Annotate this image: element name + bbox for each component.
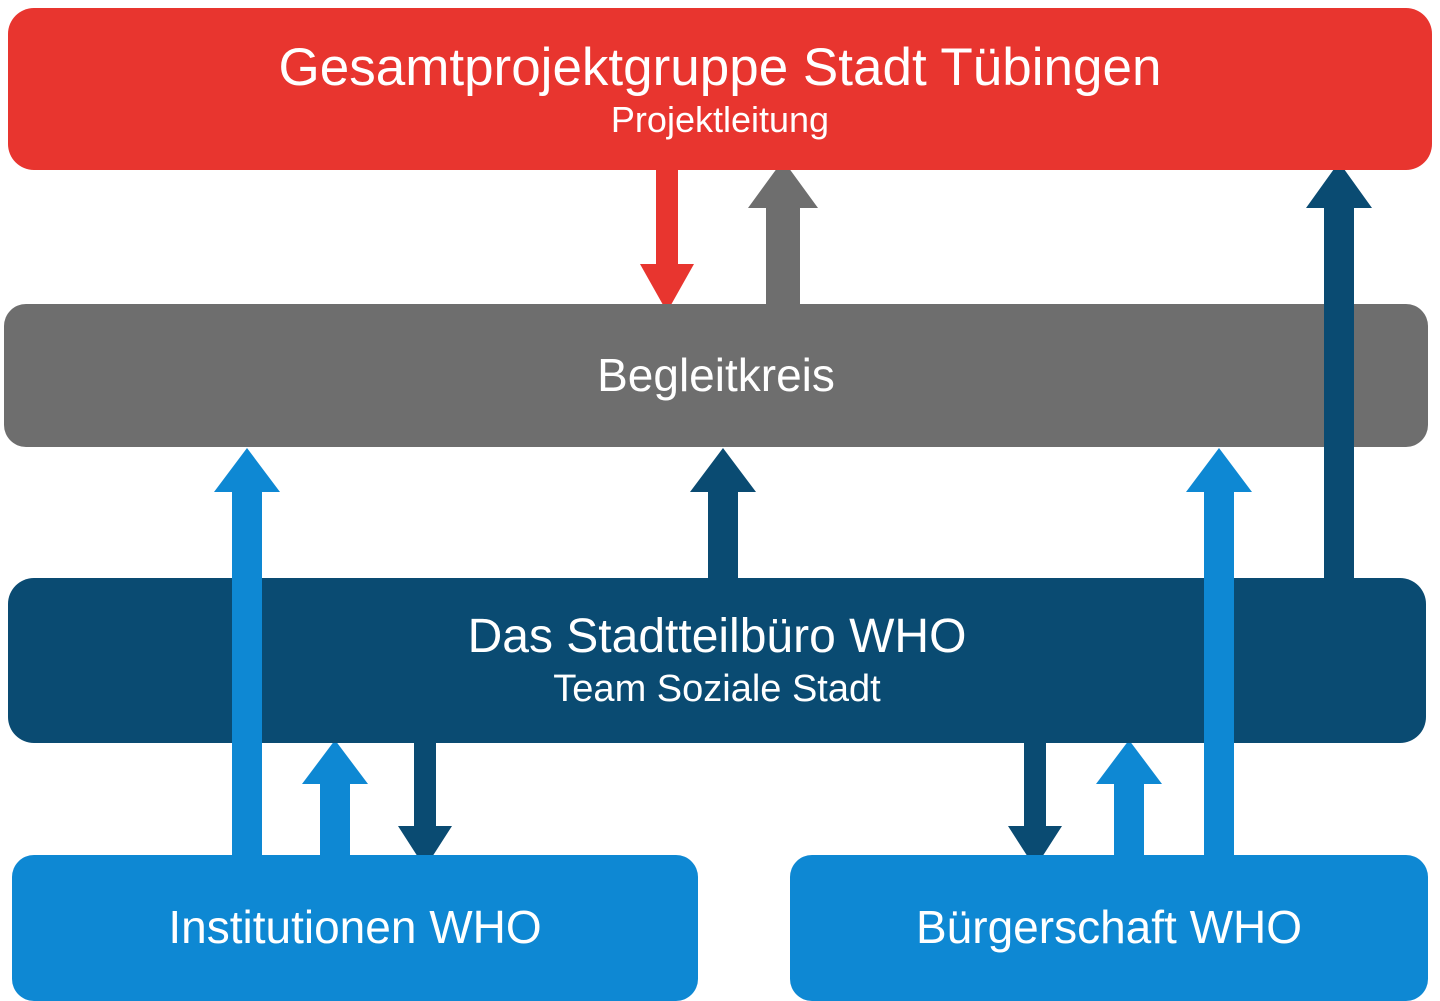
navy-up-arrow-right-icon [1306, 162, 1372, 586]
node-begleitkreis-title: Begleitkreis [597, 348, 835, 401]
node-buergerschaft[interactable]: Bürgerschaft WHO [790, 855, 1428, 1001]
node-begleitkreis[interactable]: Begleitkreis [4, 304, 1428, 447]
node-stadtteilbuero-subtitle: Team Soziale Stadt [553, 668, 881, 711]
node-institutionen-title: Institutionen WHO [168, 901, 542, 954]
navy-down-arrow-institutionen-icon [398, 740, 452, 868]
node-gesamtprojektgruppe-title: Gesamtprojektgruppe Stadt Tübingen [278, 38, 1162, 98]
lightblue-up-arrow-left-icon [214, 448, 280, 868]
node-buergerschaft-title: Bürgerschaft WHO [916, 901, 1302, 954]
lightblue-up-arrow-right-icon [1186, 448, 1252, 868]
node-gesamtprojektgruppe-subtitle: Projektleitung [610, 98, 830, 140]
node-gesamtprojektgruppe[interactable]: Gesamtprojektgruppe Stadt Tübingen Proje… [8, 8, 1432, 170]
red-down-arrow-icon [640, 160, 694, 312]
node-institutionen[interactable]: Institutionen WHO [12, 855, 698, 1001]
node-stadtteilbuero-title: Das Stadtteilbüro WHO [467, 610, 967, 664]
navy-down-arrow-buergerschaft-icon [1008, 740, 1062, 868]
navy-up-arrow-middle-icon [690, 448, 756, 584]
gray-up-arrow-icon [748, 160, 818, 312]
lightblue-up-arrow-buergerschaft-icon [1096, 740, 1162, 868]
lightblue-up-arrow-institutionen-icon [302, 740, 368, 868]
